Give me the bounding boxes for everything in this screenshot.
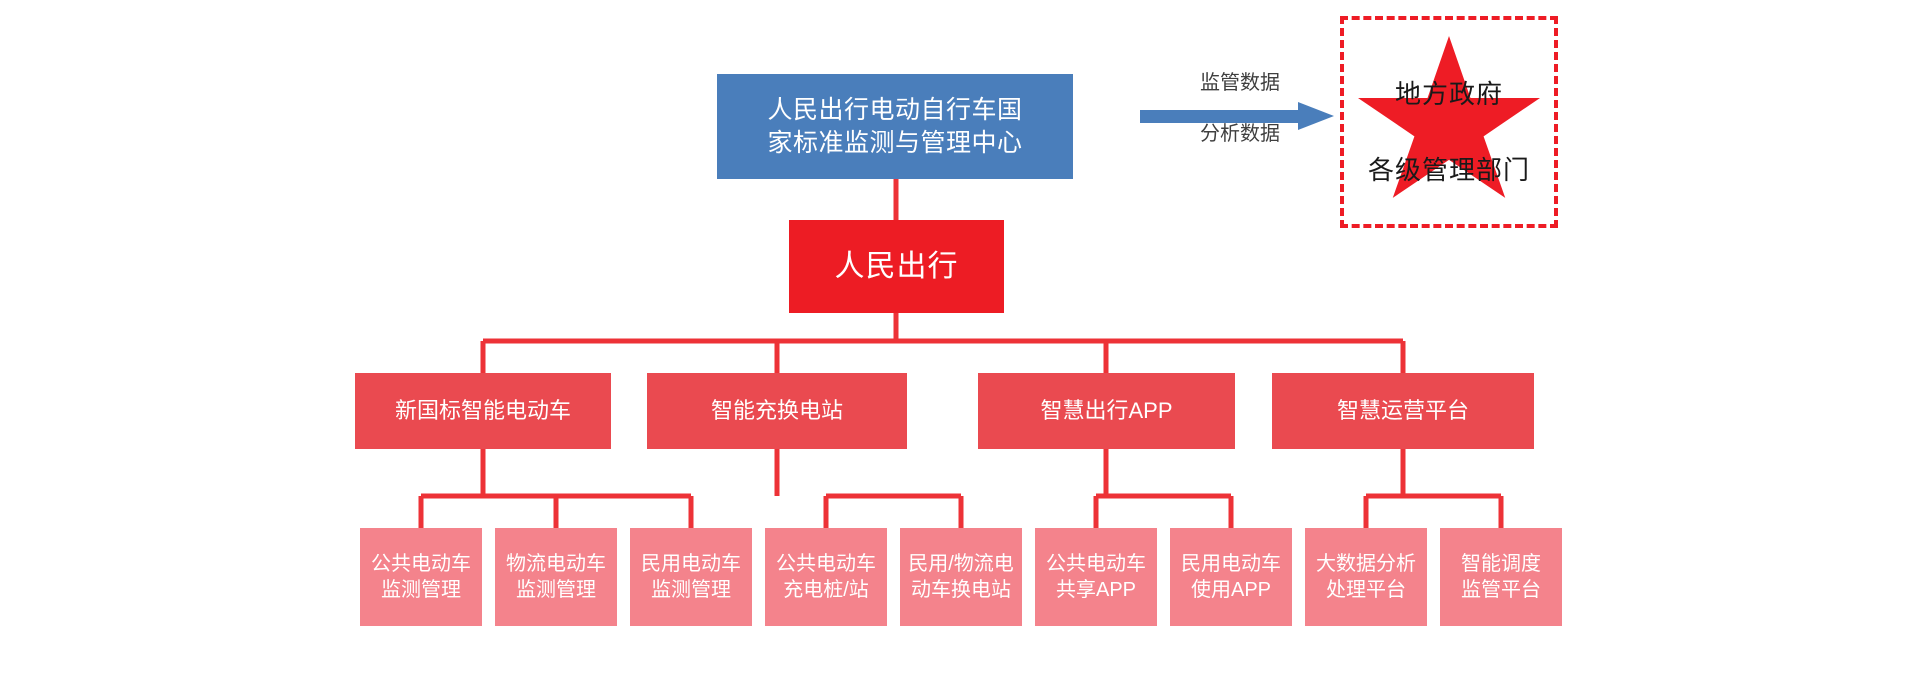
node-l3-public-ev-share-app[interactable]: 公共电动车 共享APP: [1035, 528, 1157, 626]
node-l3-civil-logistics-swap[interactable]: 民用/物流电 动车换电站: [900, 528, 1022, 626]
data-flow-arrow: [1140, 102, 1340, 130]
node-l2-charging-station[interactable]: 智能充换电站: [647, 373, 907, 449]
node-l3-bigdata-platform[interactable]: 大数据分析 处理平台: [1305, 528, 1427, 626]
node-l3-public-ev-charging[interactable]: 公共电动车 充电桩/站: [765, 528, 887, 626]
node-l3-civil-ev-monitoring[interactable]: 民用电动车 监测管理: [630, 528, 752, 626]
government-label-departments: 各级管理部门: [1367, 155, 1530, 185]
arrow-label-analysis-data: 分析数据: [1200, 123, 1280, 145]
node-l2-operation-platform[interactable]: 智慧运营平台: [1272, 373, 1534, 449]
arrow-head-icon: [1298, 102, 1334, 130]
government-dashed-container[interactable]: [1340, 16, 1558, 228]
arrow-shaft: [1140, 110, 1300, 123]
node-l3-smart-dispatch-platform[interactable]: 智能调度 监管平台: [1440, 528, 1562, 626]
node-standards-center[interactable]: 人民出行电动自行车国 家标准监测与管理中心: [717, 74, 1073, 179]
node-brand-renmin-chuxing[interactable]: 人民出行: [789, 220, 1004, 313]
arrow-label-supervision-data: 监管数据: [1200, 72, 1280, 94]
government-label-local: 地方政府: [1394, 79, 1503, 109]
node-l2-travel-app[interactable]: 智慧出行APP: [978, 373, 1235, 449]
node-l2-smart-ebike[interactable]: 新国标智能电动车: [355, 373, 611, 449]
node-l3-public-ev-monitoring[interactable]: 公共电动车 监测管理: [360, 528, 482, 626]
node-l3-logistics-ev-monitoring[interactable]: 物流电动车 监测管理: [495, 528, 617, 626]
node-l3-civil-ev-use-app[interactable]: 民用电动车 使用APP: [1170, 528, 1292, 626]
